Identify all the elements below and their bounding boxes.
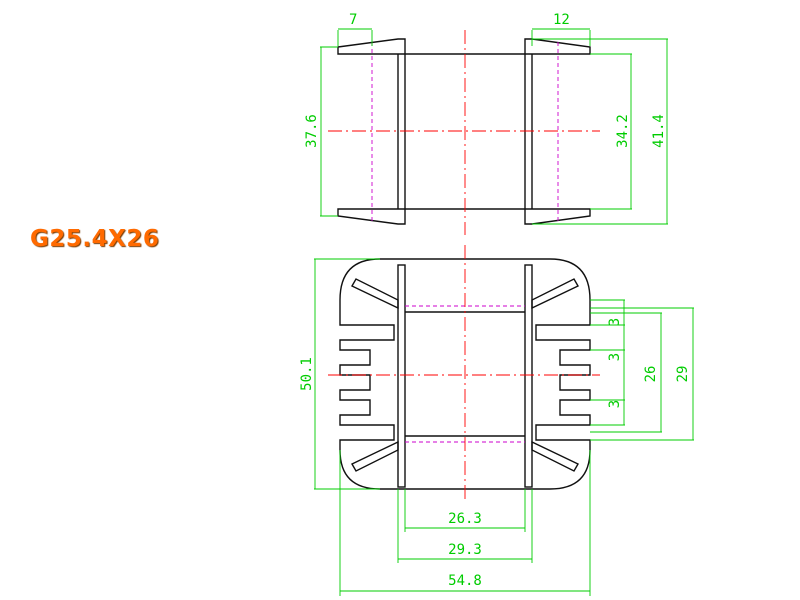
bottom-flange <box>337 208 591 225</box>
bottom-view: 50.1 3 3 3 26 29 26.3 29.3 <box>299 245 694 596</box>
part-title: G25.4X26 <box>30 226 160 252</box>
bobbin-outline <box>339 258 591 490</box>
dim-outer-width: 29.3 <box>448 542 482 558</box>
dim-total-height: 41.4 <box>651 114 667 148</box>
dim-inner-height: 34.2 <box>615 114 631 148</box>
dim-overall-width: 54.8 <box>448 573 482 589</box>
dim-pin-span-29: 29 <box>675 366 691 383</box>
dim-inner-width: 26.3 <box>448 511 482 527</box>
dim-slot-pitch-3: 3 <box>607 400 623 408</box>
top-flange <box>337 38 591 55</box>
dim-slot-pitch-1: 3 <box>607 318 623 326</box>
dim-bobbin-height: 50.1 <box>299 357 315 391</box>
dim-overall-height: 37.6 <box>304 114 320 148</box>
dim-right-flange-width: 12 <box>553 12 570 28</box>
dim-left-flange-width: 7 <box>349 12 357 28</box>
dim-pin-span-26: 26 <box>643 366 659 383</box>
dim-slot-pitch-2: 3 <box>607 353 623 361</box>
top-view: 7 12 37.6 34.2 41.4 <box>304 12 668 235</box>
